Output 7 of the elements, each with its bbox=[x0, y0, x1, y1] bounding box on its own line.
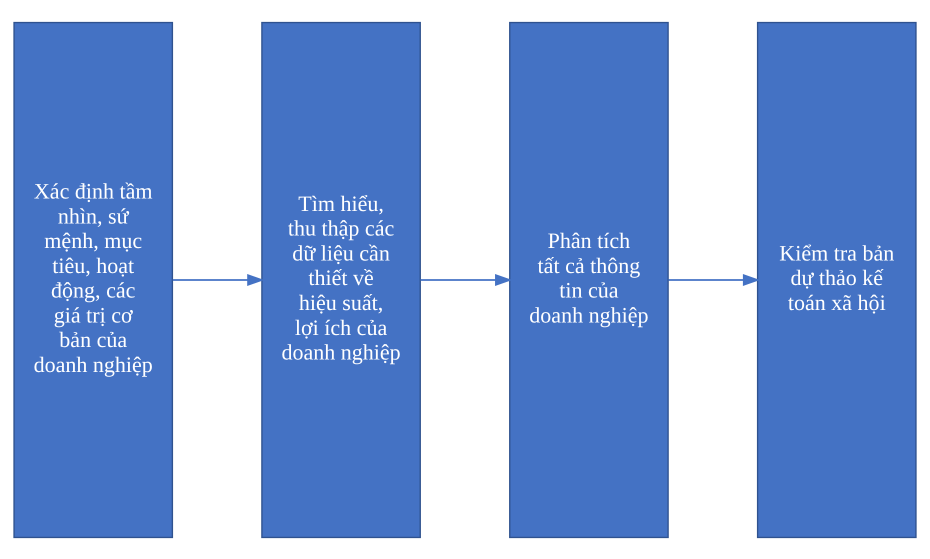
arrow bbox=[172, 274, 264, 286]
node-box: Kiểm tra bản dự thảo kế toán xã hội bbox=[756, 21, 917, 538]
arrow bbox=[668, 274, 760, 286]
arrow bbox=[420, 274, 512, 286]
node-box: Tìm hiểu, thu thập các dữ liệu cần thiết về hiệu suất, lợi ích của doanh nghiệp bbox=[261, 21, 421, 538]
node-box: Xác định tầm nhìn, sứ mệnh, mục tiêu, hoạt động, các giá trị cơ bản của doanh nghiệp bbox=[13, 21, 174, 538]
node-box: Phân tích tất cả thông tin của doanh nghiệp bbox=[509, 21, 669, 538]
